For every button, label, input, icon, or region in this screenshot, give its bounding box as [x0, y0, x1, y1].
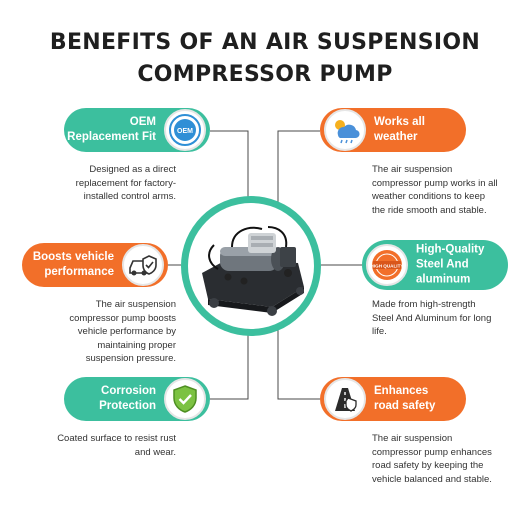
benefit-corrosion-label: Corrosion Protection: [99, 385, 156, 412]
page-title-line-1: BENEFITS OF AN AIR SUSPENSION: [49, 30, 481, 55]
benefit-safety-description: The air suspension compressor pump enhan…: [372, 433, 492, 485]
benefit-weather-description: The air suspension compressor pump works…: [372, 164, 498, 216]
connector-safety: [277, 330, 320, 400]
benefit-weather-pill: Works all weather: [320, 108, 466, 152]
benefit-performance-label: Boosts vehicle performance: [32, 251, 114, 278]
connector-weather: [277, 130, 320, 205]
benefit-safety-label: Enhances road safety: [374, 385, 436, 412]
page-title-line-2: COMPRESSOR PUMP: [137, 62, 393, 87]
benefit-quality-pill: HIGH QUALITY High-Quality Steel And alum…: [362, 240, 508, 290]
benefit-performance-pill: Boosts vehicle performance: [22, 243, 168, 287]
car-shield-icon: [122, 244, 164, 286]
svg-text:OEM: OEM: [177, 128, 193, 135]
benefit-weather-label: Works all weather: [374, 116, 425, 143]
oem-badge-icon: OEM: [164, 109, 206, 151]
shield-check-icon: [164, 378, 206, 420]
benefit-performance-description: The air suspension compressor pump boost…: [69, 299, 176, 364]
benefit-safety-pill: Enhances road safety: [320, 377, 466, 421]
benefit-corrosion-pill: Corrosion Protection: [64, 377, 210, 421]
connector-oem: [210, 130, 249, 205]
benefit-quality-label: High-Quality Steel And aluminum: [416, 243, 485, 286]
compressor-pump-image: [188, 203, 314, 329]
benefit-oem-label: OEM Replacement Fit: [67, 116, 156, 143]
connector-corrosion: [210, 330, 249, 400]
benefit-corrosion-description: Coated surface to resist rust and wear.: [57, 433, 176, 458]
svg-text:HIGH QUALITY: HIGH QUALITY: [371, 264, 404, 269]
road-safety-icon: [324, 378, 366, 420]
weather-icon: [324, 109, 366, 151]
quality-seal-icon: HIGH QUALITY: [366, 244, 408, 286]
benefit-oem-description: Designed as a direct replacement for fac…: [75, 164, 176, 202]
benefit-oem-pill: OEM Replacement Fit OEM: [64, 108, 210, 152]
compressor-pump-illustration: [202, 226, 304, 316]
benefit-quality-description: Made from high-strength Steel And Alumin…: [372, 299, 492, 337]
center-product-ring: [181, 196, 321, 336]
